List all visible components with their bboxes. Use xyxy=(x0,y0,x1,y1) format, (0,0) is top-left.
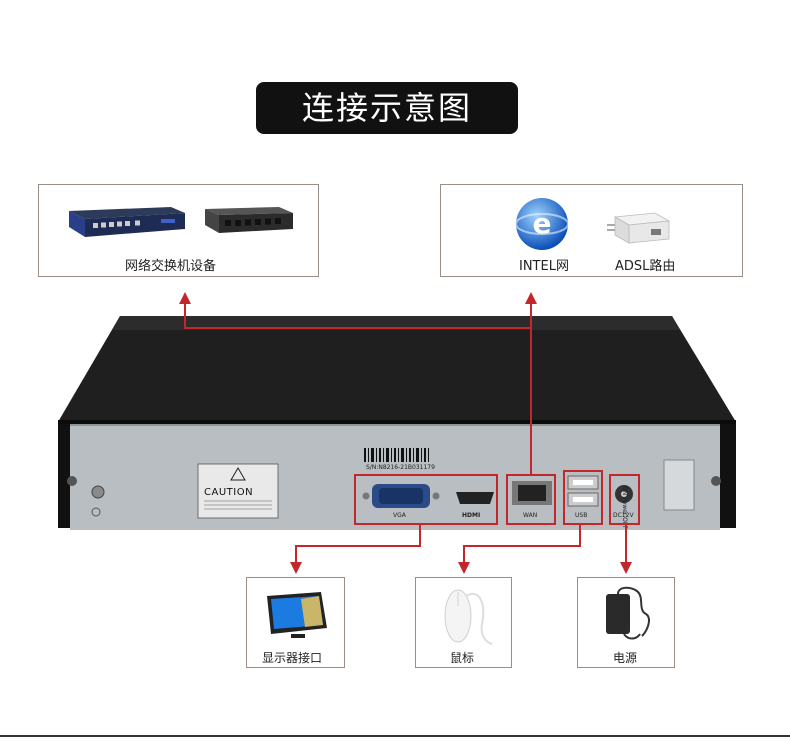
power-caption: 电源 xyxy=(613,649,637,666)
monitor-caption: 显示器接口 xyxy=(262,649,322,666)
mouse-box: 鼠标 xyxy=(415,577,512,668)
power-adapter-image xyxy=(598,584,658,644)
power-box: 电源 xyxy=(577,577,675,668)
mouse-image xyxy=(436,584,496,646)
monitor-box: 显示器接口 xyxy=(246,577,345,668)
monitor-image xyxy=(261,590,331,640)
mouse-caption: 鼠标 xyxy=(450,649,474,666)
bottom-divider xyxy=(0,735,790,737)
